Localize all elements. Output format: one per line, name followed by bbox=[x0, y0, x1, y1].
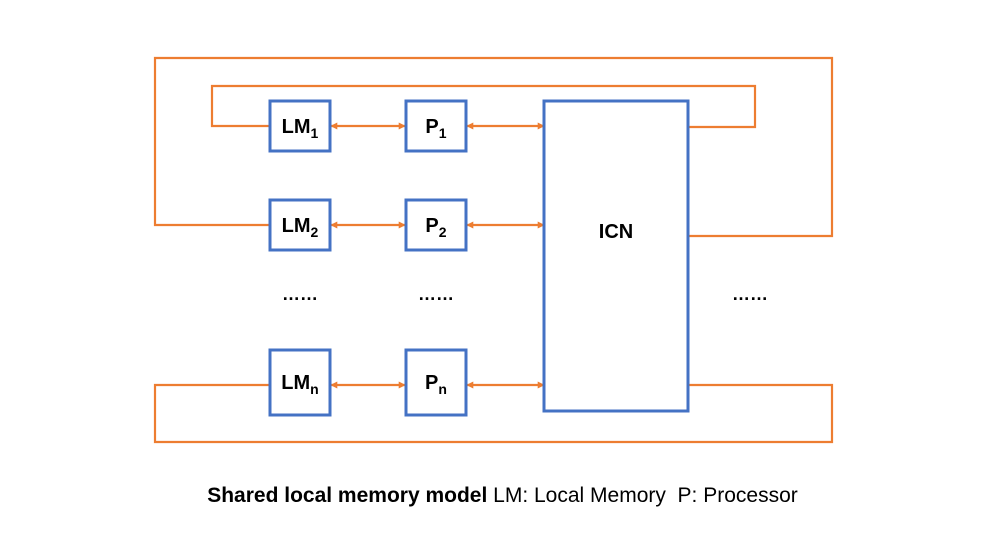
pn-subscript: n bbox=[438, 381, 447, 397]
svg-text:LMn: LMn bbox=[281, 372, 318, 397]
lm2-node: LM2 bbox=[268, 198, 332, 252]
icn-node: ICN bbox=[542, 99, 690, 413]
icn-label: ICN bbox=[599, 221, 633, 243]
pn-node: Pn bbox=[404, 348, 468, 417]
caption-legend: LM: Local Memory P: Processor bbox=[487, 484, 798, 507]
pn-label: P bbox=[425, 372, 438, 394]
caption-title: Shared local memory model bbox=[207, 484, 488, 507]
p2-node: P2 bbox=[404, 198, 468, 252]
svg-text:LM1: LM1 bbox=[282, 116, 319, 141]
lm1-node: LM1 bbox=[268, 99, 332, 153]
lm1-subscript: 1 bbox=[311, 125, 319, 141]
lm2-label: LM bbox=[282, 215, 311, 237]
lmn-subscript: n bbox=[310, 381, 319, 397]
lm2-subscript: 2 bbox=[311, 224, 319, 240]
p1-label: P bbox=[425, 116, 438, 138]
svg-text:Pn: Pn bbox=[425, 372, 447, 397]
p2-subscript: 2 bbox=[439, 224, 447, 240]
lm-ellipsis: …… bbox=[282, 284, 318, 304]
right-ellipsis: …… bbox=[732, 284, 768, 304]
lmn-node: LMn bbox=[268, 348, 332, 417]
p1-node: P1 bbox=[404, 99, 468, 153]
svg-text:LM2: LM2 bbox=[282, 215, 319, 240]
svg-text:P2: P2 bbox=[425, 215, 446, 240]
lm1-label: LM bbox=[282, 116, 311, 138]
p1-subscript: 1 bbox=[439, 125, 447, 141]
figure-caption: Shared local memory model LM: Local Memo… bbox=[0, 484, 1005, 508]
svg-text:P1: P1 bbox=[425, 116, 446, 141]
loop-wire-1 bbox=[210, 84, 757, 129]
lmn-label: LM bbox=[281, 372, 310, 394]
p2-label: P bbox=[425, 215, 438, 237]
p-ellipsis: …… bbox=[418, 284, 454, 304]
loop-wire-n bbox=[153, 383, 834, 444]
loop-wire-2 bbox=[153, 56, 834, 238]
